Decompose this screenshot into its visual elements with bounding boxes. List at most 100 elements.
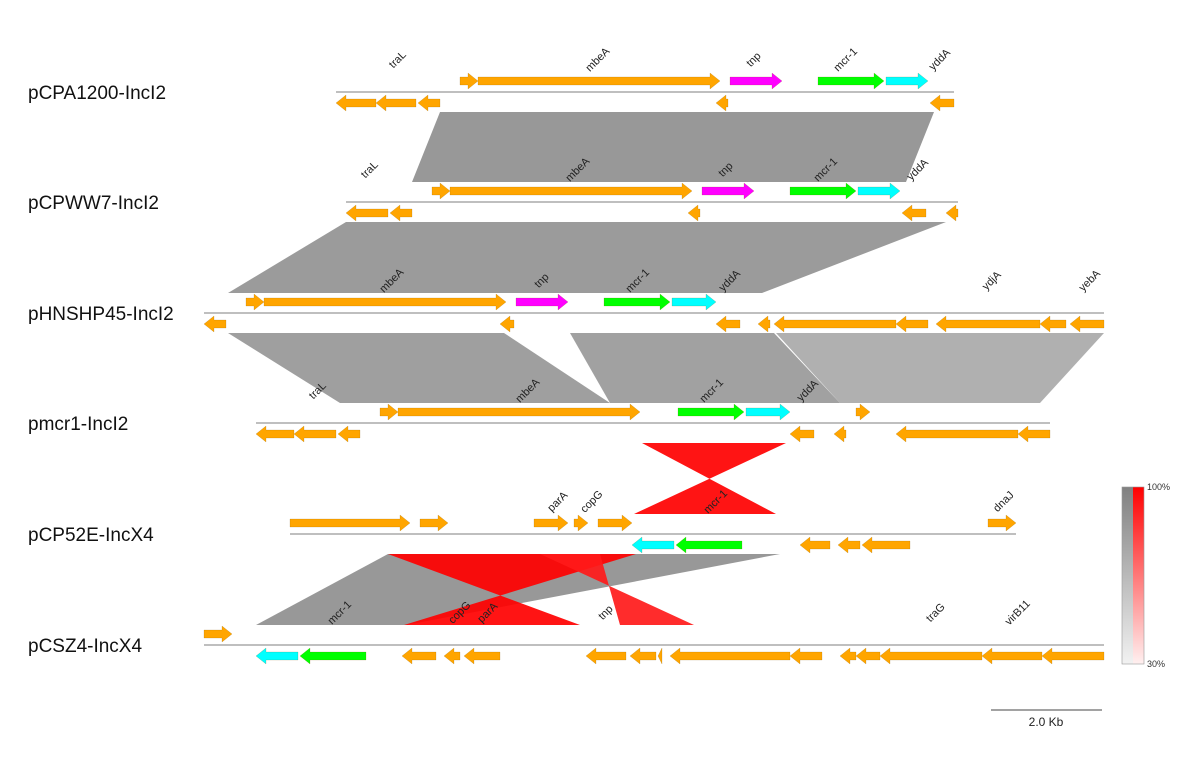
gene-arrow <box>417 94 441 112</box>
gene-label: yddA <box>927 46 954 73</box>
gene-arrow <box>861 536 911 554</box>
gene-arrow <box>375 94 417 112</box>
gene-arrow <box>477 72 721 90</box>
gene-arrow <box>389 204 413 222</box>
gene-arrow <box>585 647 627 665</box>
legend-frame <box>1121 486 1145 665</box>
gene-arrow <box>837 536 861 554</box>
gene-arrow-mcr-1 <box>603 293 671 311</box>
gene-arrow <box>855 403 871 421</box>
gene-arrow <box>459 72 479 90</box>
gene-arrow <box>335 94 377 112</box>
gene-arrow <box>657 647 663 665</box>
gene-arrow <box>533 514 569 532</box>
gene-arrow <box>715 315 741 333</box>
gene-arrow <box>895 425 1019 443</box>
gene-arrow <box>895 315 929 333</box>
gene-arrow-yddA <box>631 536 675 554</box>
gene-arrow-mcr-1 <box>817 72 885 90</box>
gene-arrow <box>345 204 389 222</box>
gene-arrow <box>463 647 501 665</box>
gene-arrow <box>379 403 399 421</box>
gene-arrow-yddA <box>857 182 901 200</box>
gene-label: virB11 <box>1003 598 1033 628</box>
gene-arrow <box>499 315 515 333</box>
gene-label: mbeA <box>583 45 612 74</box>
gene-arrow <box>203 625 233 643</box>
gene-arrow <box>855 647 881 665</box>
track-name: pCP52E-IncX4 <box>28 525 154 546</box>
gene-arrow-yddA <box>671 293 717 311</box>
gene-arrow <box>1069 315 1105 333</box>
gene-arrow <box>293 425 337 443</box>
homology-ribbon-same <box>228 333 610 403</box>
gene-arrow <box>397 403 641 421</box>
gene-label: traL <box>387 49 409 71</box>
gene-arrow <box>1039 315 1067 333</box>
homology-ribbon-same <box>776 333 1104 403</box>
gene-arrow <box>929 94 955 112</box>
gene-arrow <box>401 647 437 665</box>
gene-arrow <box>629 647 657 665</box>
gene-arrow <box>289 514 411 532</box>
gene-arrow <box>419 514 449 532</box>
gene-arrow-mcr-1 <box>299 647 367 665</box>
gene-arrow <box>1017 425 1051 443</box>
gene-label: dnaJ <box>991 489 1016 514</box>
gene-label: tnp <box>596 603 615 622</box>
homology-ribbon-inverted <box>540 554 694 625</box>
gene-arrow <box>449 182 693 200</box>
gene-arrow <box>799 536 831 554</box>
gene-arrow <box>839 647 857 665</box>
gene-label: parA <box>545 489 570 514</box>
gene-arrow <box>669 647 791 665</box>
gene-arrow-mcr-1 <box>675 536 743 554</box>
gene-arrow <box>789 425 815 443</box>
gene-arrow <box>255 425 295 443</box>
legend-grey-gradient <box>1122 487 1133 664</box>
gene-arrow <box>833 425 847 443</box>
gene-arrow-tnp <box>701 182 755 200</box>
gene-label: mcr-1 <box>832 46 860 74</box>
homology-ribbon-same <box>570 333 840 403</box>
gene-arrow <box>203 315 227 333</box>
gene-label: ydjA <box>980 269 1004 293</box>
homology-ribbon-inverted <box>634 443 786 514</box>
gene-arrow <box>901 204 927 222</box>
track-name: pmcr1-IncI2 <box>28 414 128 435</box>
gene-arrow <box>773 315 897 333</box>
gene-arrow <box>1041 647 1105 665</box>
gene-arrow-yddA <box>745 403 791 421</box>
gene-arrow-yddA <box>885 72 929 90</box>
gene-label: traL <box>359 159 381 181</box>
scale-bar: 2.0 Kb <box>991 709 1102 729</box>
gene-arrow-mcr-1 <box>789 182 857 200</box>
gene-arrow <box>245 293 265 311</box>
gene-arrow-yddA <box>255 647 299 665</box>
legend-max-label: 100% <box>1147 482 1170 492</box>
gene-arrow <box>879 647 983 665</box>
gene-arrow <box>757 315 771 333</box>
homology-ribbon-same <box>228 222 946 293</box>
gene-arrow <box>597 514 633 532</box>
gene-label: tnp <box>744 50 763 69</box>
gene-arrow <box>687 204 701 222</box>
legend-min-label: 30% <box>1147 659 1165 669</box>
homology-ribbon-inverted <box>388 554 636 625</box>
track-name: pCPWW7-IncI2 <box>28 193 159 214</box>
homology-ribbons <box>228 112 1104 625</box>
track-name: pHNSHP45-IncI2 <box>28 304 174 325</box>
gene-arrow <box>431 182 451 200</box>
gene-arrow-tnp <box>729 72 783 90</box>
gene-arrow <box>337 425 361 443</box>
gene-arrow-tnp <box>515 293 569 311</box>
scale-bar-label: 2.0 Kb <box>1029 715 1064 729</box>
homology-ribbon-same <box>412 112 934 182</box>
track-name: pCSZ4-IncX4 <box>28 636 142 657</box>
gene-label: copG <box>578 488 605 515</box>
